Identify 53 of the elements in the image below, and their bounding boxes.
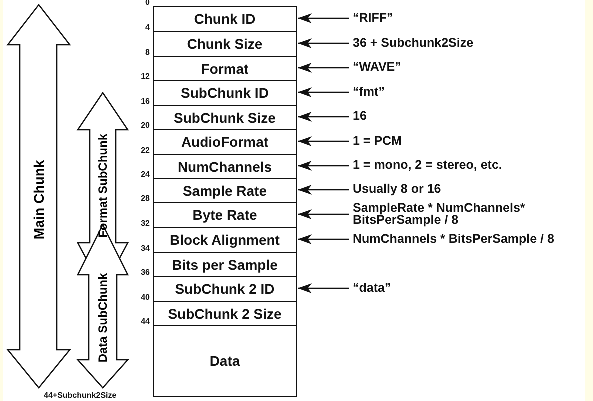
- field-box: Chunk Size: [153, 31, 297, 57]
- field-value-text: SampleRate * NumChannels* BitsPerSample / 8: [353, 202, 585, 226]
- arrow: [298, 136, 349, 146]
- offset-number: 44+Subchunk2Size: [44, 391, 117, 400]
- field-box: AudioFormat: [153, 129, 297, 155]
- offset-number: 22: [140, 146, 150, 155]
- arrow: [298, 88, 349, 98]
- offset-number: 36: [140, 268, 150, 277]
- offset-number: 44: [140, 317, 150, 326]
- offset-number: 32: [140, 219, 150, 228]
- field-value-text: “RIFF”: [353, 12, 585, 24]
- arrow: [298, 185, 349, 195]
- field-box: Block Alignment: [153, 227, 297, 253]
- field-box: Chunk ID: [153, 6, 297, 32]
- field-value-text: Usually 8 or 16: [353, 183, 585, 195]
- offset-number: 24: [140, 170, 150, 179]
- offset-number: 20: [140, 121, 150, 130]
- span-label: Format SubChunk: [96, 134, 110, 238]
- field-value-text: 36 + Subchunk2Size: [353, 36, 585, 48]
- arrow: [298, 63, 349, 73]
- arrow: [298, 284, 349, 294]
- field-box: Bits per Sample: [153, 252, 297, 277]
- offset-number: 4: [144, 23, 150, 32]
- field-box: SubChunk 2 Size: [153, 301, 297, 326]
- field-value-text: “data”: [353, 282, 585, 294]
- arrow: [298, 14, 349, 24]
- offset-number: 40: [140, 293, 150, 302]
- field-box: Byte Rate: [153, 202, 297, 228]
- field-value-text: 1 = mono, 2 = stereo, etc.: [353, 159, 585, 171]
- arrow: [298, 161, 349, 171]
- offset-number: 34: [140, 244, 150, 253]
- field-box: SubChunk ID: [153, 80, 297, 106]
- field-box: Format: [153, 56, 297, 81]
- offset-number: 16: [140, 97, 150, 106]
- arrow: [298, 210, 349, 220]
- field-box: NumChannels: [153, 154, 297, 179]
- arrow: [298, 234, 349, 244]
- arrow: [298, 38, 349, 48]
- offset-number: 12: [140, 72, 150, 81]
- field-value-text: 1 = PCM: [353, 134, 585, 146]
- field-value-text: 16: [353, 110, 585, 122]
- field-value-text: “fmt”: [353, 86, 585, 98]
- field-box: Sample Rate: [153, 178, 297, 203]
- field-box: SubChunk 2 ID: [153, 276, 297, 302]
- offset-number: 8: [144, 48, 150, 57]
- offset-number: 28: [140, 194, 150, 203]
- field-value-text: NumChannels * BitsPerSample / 8: [353, 232, 585, 244]
- span-label: Main Chunk: [31, 160, 47, 240]
- field-box: SubChunk Size: [153, 105, 297, 130]
- field-box: Data: [153, 325, 297, 397]
- arrow: [298, 112, 349, 122]
- field-value-text: “WAVE”: [353, 61, 585, 73]
- span-label: Data SubChunk: [96, 273, 110, 363]
